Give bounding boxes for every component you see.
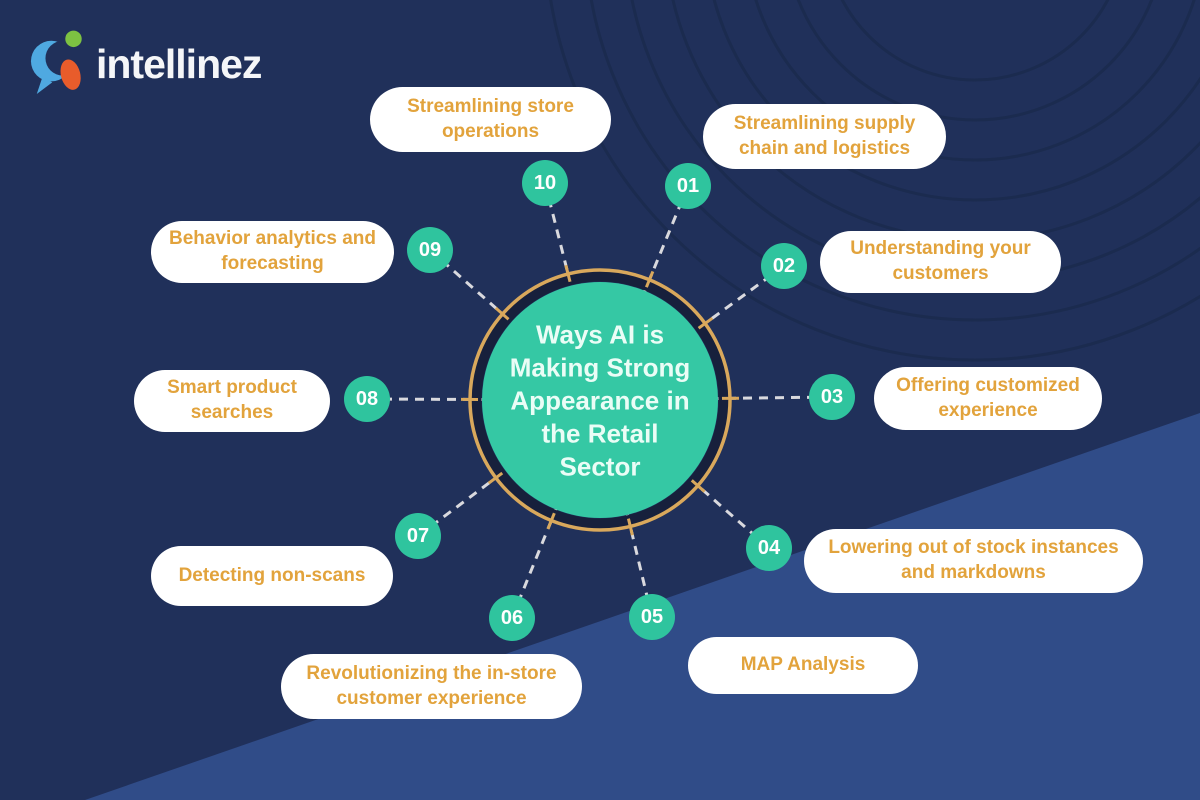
step-number: 08 xyxy=(355,387,379,410)
ring-tick-09 xyxy=(494,306,510,321)
topic-label: MAP Analysis xyxy=(740,654,866,676)
topic-label: Smart product searches xyxy=(167,377,297,423)
topic-pill-05: MAP Analysis xyxy=(688,637,918,694)
central-title-line: Sector xyxy=(559,451,641,482)
central-title: Ways AI is Making Strong Appearance in t… xyxy=(490,318,710,483)
ring-tick-10 xyxy=(564,264,572,283)
topic-pill-06: Revolutionizing the in-store customer ex… xyxy=(281,654,582,719)
step-number: 07 xyxy=(406,524,430,547)
connector-line-10 xyxy=(543,182,602,401)
ring-tick-02 xyxy=(697,316,714,330)
ring-tick-06 xyxy=(546,512,556,530)
topic-label: Lowering out of stock instances and mark… xyxy=(828,537,1119,583)
step-badge-01: 01 xyxy=(665,163,711,209)
topic-pill-10: Streamlining store operations xyxy=(370,87,611,152)
step-number: 01 xyxy=(676,174,700,197)
intellinez-logo-icon xyxy=(30,30,82,94)
step-badge-05: 05 xyxy=(629,594,675,640)
step-number: 05 xyxy=(640,605,664,628)
topic-pill-09: Behavior analytics and forecasting xyxy=(151,221,394,283)
step-number: 06 xyxy=(500,606,524,629)
topic-label: Streamlining store operations xyxy=(407,95,574,142)
ring-tick-01 xyxy=(645,270,655,288)
step-number: 10 xyxy=(533,171,557,194)
topic-label: Streamlining supply chain and logistics xyxy=(733,112,916,159)
ring-tick-04 xyxy=(690,479,706,493)
intellinez-logo: intellinez xyxy=(30,26,262,102)
topic-pill-02: Understanding your customers xyxy=(820,231,1061,293)
step-badge-09: 09 xyxy=(407,227,453,273)
ring-tick-07 xyxy=(487,471,504,485)
central-title-line: Making Strong xyxy=(509,352,691,383)
connector-line-05 xyxy=(598,399,654,618)
central-title-line: the Retail xyxy=(541,418,659,449)
topic-label: Detecting non-scans xyxy=(178,564,366,586)
step-badge-06: 06 xyxy=(489,595,535,641)
step-badge-10: 10 xyxy=(522,160,568,206)
central-title-line: Appearance in xyxy=(510,385,690,416)
topic-pill-07: Detecting non-scans xyxy=(151,546,393,606)
central-title-line: Ways AI is xyxy=(535,319,665,350)
ring-tick-05 xyxy=(626,518,634,536)
topic-pill-01: Streamlining supply chain and logistics xyxy=(703,104,946,169)
central-circle xyxy=(482,282,718,518)
logo-wordmark: intellinez xyxy=(96,41,262,87)
topic-label: Revolutionizing the in-store customer ex… xyxy=(306,662,557,709)
step-number: 04 xyxy=(757,536,781,559)
step-badge-04: 04 xyxy=(746,525,792,571)
step-number: 09 xyxy=(418,238,442,261)
ring-tick-marks xyxy=(460,264,740,536)
step-badge-07: 07 xyxy=(395,513,441,559)
topic-label: Offering customized experience xyxy=(896,374,1080,421)
topic-pill-04: Lowering out of stock instances and mark… xyxy=(804,529,1143,593)
topic-pill-03: Offering customized experience xyxy=(874,367,1102,430)
step-number: 02 xyxy=(772,254,796,277)
step-number: 03 xyxy=(820,385,844,408)
step-badge-02: 02 xyxy=(761,243,807,289)
topic-label: Understanding your customers xyxy=(850,238,1031,284)
topic-label: Behavior analytics and forecasting xyxy=(169,228,376,274)
step-badge-08: 08 xyxy=(344,376,390,422)
topic-pill-08: Smart product searches xyxy=(134,370,330,432)
step-badge-03: 03 xyxy=(809,374,855,420)
